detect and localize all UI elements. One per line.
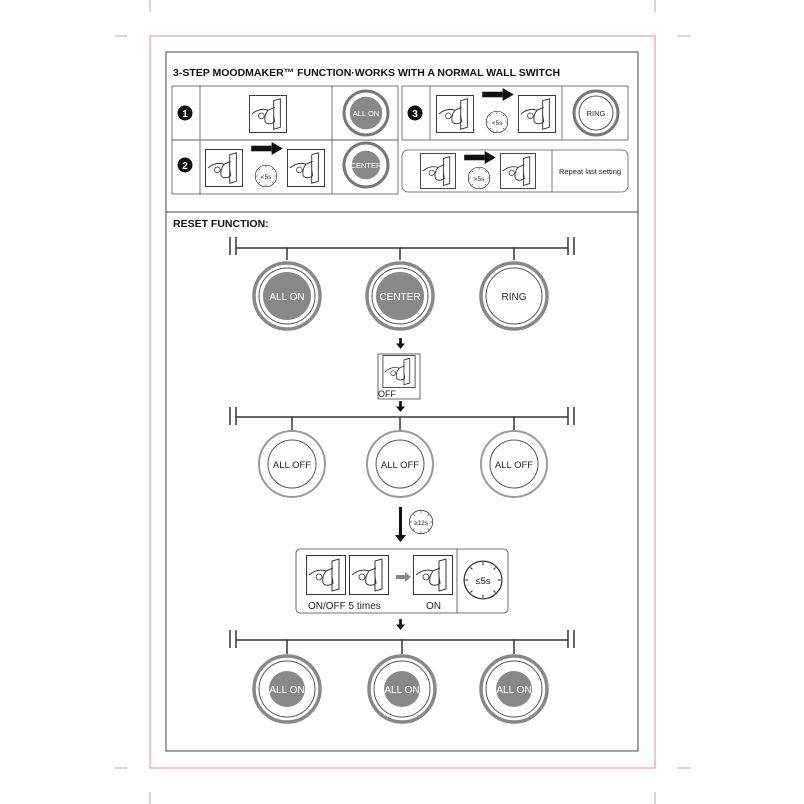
arrow-down-icon: [396, 619, 405, 630]
repeat-box: [401, 149, 629, 193]
switch-press-icon: [249, 95, 287, 133]
onoff-label: ON/OFF 5 times: [308, 601, 381, 612]
wire-row-1: [229, 237, 575, 260]
step3-mode-label: RING: [587, 109, 606, 118]
lamp-3-2-label: ALL ON: [384, 685, 419, 696]
step3-number-badge: [407, 105, 423, 121]
wait-timer-label: ≥12s: [414, 520, 429, 527]
step1-mode-label: ALL ON: [353, 109, 379, 118]
step2-number: 2: [182, 161, 188, 172]
wait-arrow: [395, 507, 406, 542]
repeat-timer-label: >5s: [474, 176, 485, 183]
switch-press-icon: [349, 555, 389, 595]
page-frame: [149, 35, 656, 769]
arrow-right-icon: [251, 142, 283, 155]
step2-mode-label: CENTER: [351, 161, 382, 170]
switch-press-icon: [306, 555, 346, 595]
lamp-1-2-label: CENTER: [379, 292, 420, 303]
lamp-1-3-label: RING: [502, 292, 527, 303]
wire-row-3: [229, 630, 575, 654]
step2-box: [171, 139, 399, 195]
arrow-right-icon: [482, 88, 514, 101]
step1-number-badge: [177, 105, 193, 121]
lamp-row-1: [252, 261, 549, 331]
reset-panel: [165, 211, 639, 752]
gray-arrow-icon: [396, 572, 411, 582]
switch-press-icon: [413, 555, 453, 595]
step1-number: 1: [182, 109, 188, 120]
switch-press-icon: [420, 153, 456, 189]
step2-lamp-center: [350, 149, 382, 181]
step2-timer-label: <5s: [261, 174, 272, 181]
switch-press-icon: [500, 153, 536, 189]
repeat-label: Repeat last setting: [559, 167, 621, 176]
lamp-1-1-label: ALL ON: [269, 292, 304, 303]
lamp-row-2: [258, 430, 548, 498]
reset-title: RESET FUNCTION:: [173, 218, 269, 230]
lamp-3-3-label: ALL ON: [496, 685, 531, 696]
step3-lamp-center: [578, 95, 614, 131]
lamp-2-2-label: ALL OFF: [381, 460, 419, 471]
lamp-2-3-label: ALL OFF: [495, 460, 533, 471]
sequence-timer-label: ≤5s: [475, 576, 490, 587]
switch-press-icon: [205, 149, 243, 187]
arrow-down-icon: [396, 338, 405, 349]
step1-lamp-center: [348, 95, 384, 131]
lamp-3-1-label: ALL ON: [269, 685, 304, 696]
crop-marks: [115, 0, 690, 804]
arrow-right-icon: [464, 151, 496, 164]
step3-box: [401, 85, 629, 141]
switch-press-icon: [382, 355, 416, 388]
switch-press-icon: [518, 95, 556, 133]
off-label: OFF: [378, 389, 396, 399]
switch-press-icon: [287, 149, 325, 187]
lamp-row-3: [252, 654, 549, 724]
wire-row-2: [229, 407, 575, 430]
step3-timer-label: <5s: [492, 120, 503, 127]
moodmaker-title: 3-STEP MOODMAKER™ FUNCTION·WORKS WITH A …: [173, 67, 560, 79]
lamp-2-1-label: ALL OFF: [273, 460, 311, 471]
step3-number: 3: [412, 109, 418, 120]
step2-number-badge: [177, 157, 193, 173]
arrow-down-icon: [396, 401, 405, 412]
switch-press-icon: [436, 95, 474, 133]
on-label: ON: [426, 601, 441, 612]
